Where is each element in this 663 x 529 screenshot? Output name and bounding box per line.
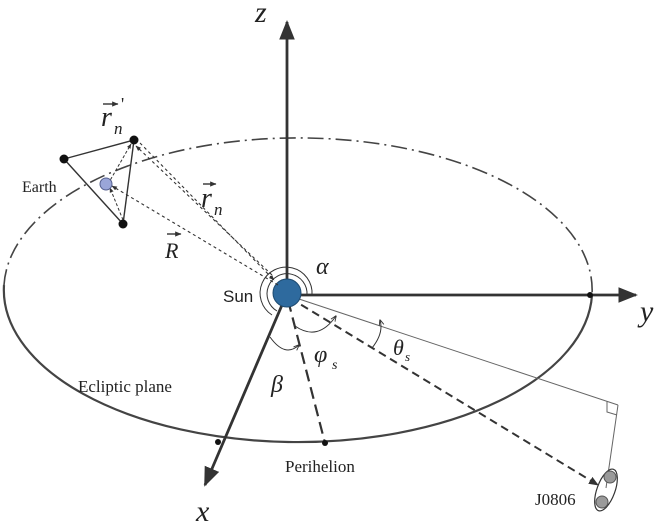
beta-label: β	[270, 372, 283, 398]
r-prime-subscript: n	[114, 119, 123, 138]
r-prime-mark: '	[121, 94, 124, 114]
orbit-x-intersection	[215, 439, 221, 445]
perihelion-dot	[322, 440, 328, 446]
earth-triangle-edge	[63, 158, 124, 225]
phi-arc	[294, 316, 336, 333]
z-axis-label: z	[254, 0, 267, 29]
source-ellipse	[594, 468, 618, 512]
earth-triangle-edge	[122, 139, 135, 225]
right-angle-mark	[606, 401, 618, 416]
sun-label: Sun	[223, 287, 253, 306]
r-n-label: r	[201, 183, 212, 214]
source-label: J0806	[535, 490, 576, 509]
r-n-subscript: n	[214, 200, 223, 219]
x-axis-label: x	[195, 495, 210, 528]
orbit-front-arc	[2, 284, 594, 444]
detector-node	[129, 135, 139, 145]
source-star	[603, 470, 617, 484]
ecliptic-projection-line	[289, 295, 619, 406]
alpha-arc-inner	[266, 273, 308, 312]
y-axis-label: y	[637, 295, 654, 328]
detector-node	[118, 219, 128, 229]
detector-node	[59, 154, 69, 164]
earth-triangle-edge	[63, 139, 135, 160]
x-axis	[203, 297, 287, 487]
orbit-back-arc	[3, 137, 593, 296]
R-label: R	[164, 238, 179, 263]
perihelion-label: Perihelion	[285, 457, 355, 476]
vector-r-n	[139, 142, 275, 281]
r-prime-label: r	[101, 102, 112, 133]
perihelion-line	[286, 299, 327, 444]
source-direction-line	[289, 297, 599, 486]
ecliptic-plane-label: Ecliptic plane	[78, 377, 172, 396]
vector-R	[111, 185, 279, 286]
alpha-arc	[259, 266, 313, 316]
theta-arc	[371, 320, 381, 349]
phi-label: φ	[314, 342, 327, 368]
alpha-label: α	[316, 254, 329, 280]
beta-arc	[269, 336, 299, 350]
earth-to-detector-vector	[109, 187, 124, 221]
earth-to-detector-vector	[107, 143, 132, 185]
sun	[272, 278, 302, 308]
earth	[99, 177, 113, 191]
vector-r-n-return	[135, 145, 273, 276]
orbit-y-intersection	[587, 292, 593, 298]
phi-subscript: s	[332, 358, 338, 373]
earth-label: Earth	[22, 179, 57, 196]
theta-label: θ	[393, 335, 404, 360]
theta-subscript: s	[405, 349, 410, 364]
source-star	[595, 495, 609, 509]
